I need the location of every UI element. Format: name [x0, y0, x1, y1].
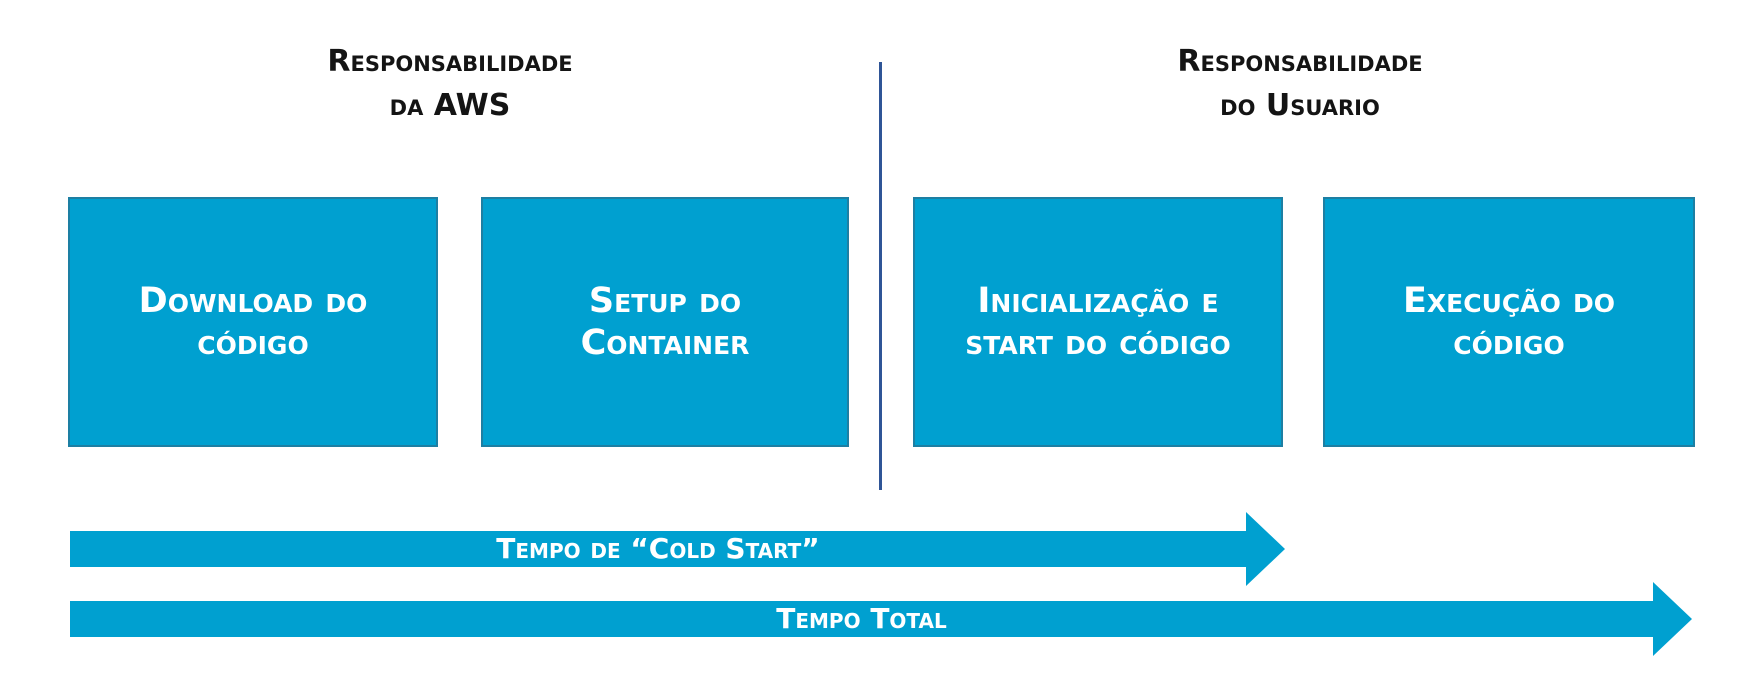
box-init-start-code-line2: start do código: [965, 323, 1231, 363]
cold-start-arrow-label: Tempo de “Cold Start”: [496, 532, 820, 565]
heading-aws-line1: Responsabilidade: [327, 44, 573, 79]
heading-user-line1: Responsabilidade: [1177, 44, 1423, 79]
heading-aws-responsibility: Responsabilidade da AWS: [240, 40, 660, 128]
heading-aws-line2: da AWS: [389, 88, 511, 123]
box-container-setup: Setup do Container: [481, 197, 849, 447]
box-init-start-code-line1: Inicialização e: [977, 281, 1219, 321]
box-container-setup-line2: Container: [580, 323, 750, 363]
heading-user-responsibility: Responsabilidade do Usuario: [1090, 40, 1510, 128]
box-container-setup-line1: Setup do: [588, 281, 742, 321]
total-time-arrow-label: Tempo Total: [776, 602, 947, 635]
cold-start-arrow: [70, 512, 1285, 586]
box-init-start-code: Inicialização e start do código: [913, 197, 1283, 447]
box-download-code-line2: código: [197, 323, 309, 363]
box-code-execution: Execução do código: [1323, 197, 1695, 447]
box-download-code: Download do código: [68, 197, 438, 447]
box-code-execution-line2: código: [1453, 323, 1565, 363]
responsibility-divider: [879, 62, 882, 490]
heading-user-line2: do Usuario: [1220, 88, 1380, 123]
box-download-code-line1: Download do: [138, 281, 368, 321]
box-code-execution-line1: Execução do: [1402, 281, 1616, 321]
total-time-arrow: [70, 582, 1692, 656]
